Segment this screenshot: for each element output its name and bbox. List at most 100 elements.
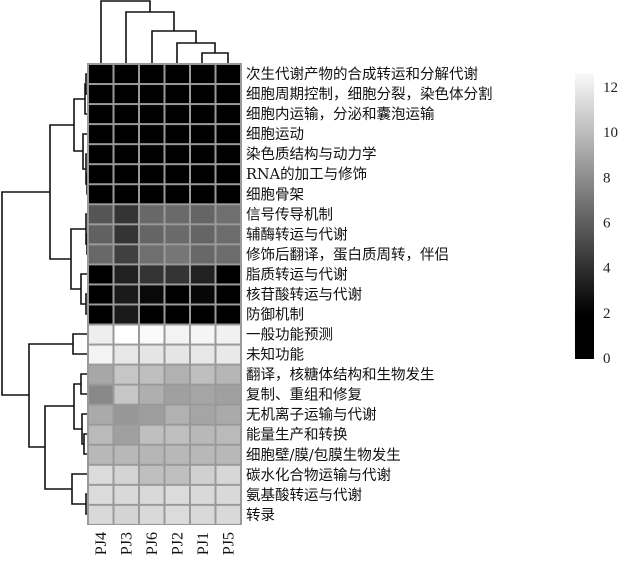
heatmap-cell <box>165 345 189 364</box>
heatmap-cell <box>165 145 189 164</box>
heatmap-cell <box>216 385 240 404</box>
heatmap-cell <box>114 145 138 164</box>
dendrogram-branch <box>44 405 74 490</box>
row-label: 碳水化合物运输与代谢 <box>246 467 391 484</box>
heatmap-cell <box>191 225 215 244</box>
row-label: 核苷酸转运与代谢 <box>246 286 362 303</box>
heatmap-cell <box>114 85 138 104</box>
heatmap-cell <box>165 185 189 204</box>
heatmap-cell <box>140 385 164 404</box>
heatmap-cell <box>191 385 215 404</box>
heatmap-cell <box>216 85 240 104</box>
heatmap-cell <box>140 405 164 424</box>
heatmap-cell <box>114 65 138 84</box>
heatmap-cell <box>165 385 189 404</box>
heatmap-cell <box>165 425 189 444</box>
heatmap-cell <box>165 225 189 244</box>
dendrogram-branch <box>1 191 50 396</box>
row-label: 复制、重组和修复 <box>246 386 362 404</box>
heatmap-cell <box>165 165 189 184</box>
heatmap-cell <box>89 165 113 184</box>
row-label: 信号传导机制 <box>246 206 333 223</box>
row-label: RNA的加工与修饰 <box>246 166 367 183</box>
dendrogram-branch <box>80 273 88 305</box>
heatmap-cell <box>216 425 240 444</box>
heatmap-cell <box>89 85 113 104</box>
heatmap-cell <box>89 505 113 524</box>
heatmap-cell <box>140 185 164 204</box>
heatmap-cell <box>114 105 138 124</box>
heatmap-cell <box>114 305 138 324</box>
heatmap-cell <box>89 385 113 404</box>
heatmap-cell <box>114 385 138 404</box>
row-label: 细胞内运输，分泌和囊泡运输 <box>246 106 435 123</box>
dendrogram-branch <box>125 11 175 63</box>
heatmap-cell <box>114 405 138 424</box>
heatmap-cell <box>140 145 164 164</box>
heatmap-cell <box>191 305 215 324</box>
heatmap-cell <box>216 205 240 224</box>
row-labels: 次生代谢产物的合成转运和分解代谢细胞周期控制，细胞分裂，染色体分割细胞内运输，分… <box>246 66 493 524</box>
row-label: 无机离子运输与代谢 <box>246 407 377 424</box>
heatmap-cell <box>114 245 138 264</box>
heatmap-cell <box>114 185 138 204</box>
colorbar-tick-label: 0 <box>603 351 611 367</box>
heatmap-cell <box>165 365 189 384</box>
heatmap-cell <box>165 325 189 344</box>
heatmap-cell <box>216 185 240 204</box>
heatmap-cell <box>114 505 138 524</box>
heatmap-cell <box>140 365 164 384</box>
heatmap-cell <box>114 165 138 184</box>
heatmap-cell <box>140 345 164 364</box>
heatmap-cell <box>114 345 138 364</box>
heatmap-cell <box>114 265 138 284</box>
row-label: 细胞周期控制，细胞分裂，染色体分割 <box>246 86 493 103</box>
heatmap-cell <box>89 345 113 364</box>
heatmap-cell <box>191 185 215 204</box>
heatmap-cell <box>89 225 113 244</box>
heatmap-cell <box>114 425 138 444</box>
heatmap-cell <box>216 405 240 424</box>
heatmap-cell <box>140 205 164 224</box>
dendrogram-branch <box>70 228 86 290</box>
heatmap-cell <box>114 365 138 384</box>
heatmap-cell <box>140 265 164 284</box>
heatmap-cell <box>191 105 215 124</box>
heatmap-cell <box>140 245 164 264</box>
heatmap-cell <box>191 285 215 304</box>
heatmap-cell <box>216 265 240 284</box>
heatmap-cell <box>216 165 240 184</box>
row-label: 能量生产和转换 <box>246 427 348 444</box>
heatmap-cell <box>216 225 240 244</box>
heatmap-cell <box>191 325 215 344</box>
heatmap-cell <box>140 445 164 464</box>
heatmap-cell <box>114 445 138 464</box>
heatmap-cell <box>216 285 240 304</box>
heatmap-cell <box>89 185 113 204</box>
heatmap-cell <box>140 125 164 144</box>
heatmap-cell <box>216 445 240 464</box>
heatmap-cell <box>140 305 164 324</box>
heatmap-cell <box>165 285 189 304</box>
row-label: 修饰后翻译，蛋白质周转，伴侣 <box>246 246 449 263</box>
heatmap-cell <box>114 225 138 244</box>
row-label: 氨基酸转运与代谢 <box>246 487 362 504</box>
heatmap-cell <box>114 285 138 304</box>
heatmap-cell <box>114 465 138 484</box>
colorbar <box>575 73 594 359</box>
dendrogram-branch <box>100 0 151 63</box>
heatmap-cell <box>191 65 215 84</box>
heatmap-cell <box>89 325 113 344</box>
heatmap-frame <box>87 63 242 525</box>
heatmap-cell <box>89 265 113 284</box>
heatmap-cell <box>165 125 189 144</box>
column-label: PJ1 <box>195 532 212 555</box>
heatmap-cell <box>165 65 189 84</box>
heatmap-cell <box>89 405 113 424</box>
heatmap-cell <box>216 145 240 164</box>
heatmap-cell <box>89 245 113 264</box>
heatmap-cell <box>216 125 240 144</box>
heatmap-cell <box>140 485 164 504</box>
heatmap-cell <box>114 125 138 144</box>
